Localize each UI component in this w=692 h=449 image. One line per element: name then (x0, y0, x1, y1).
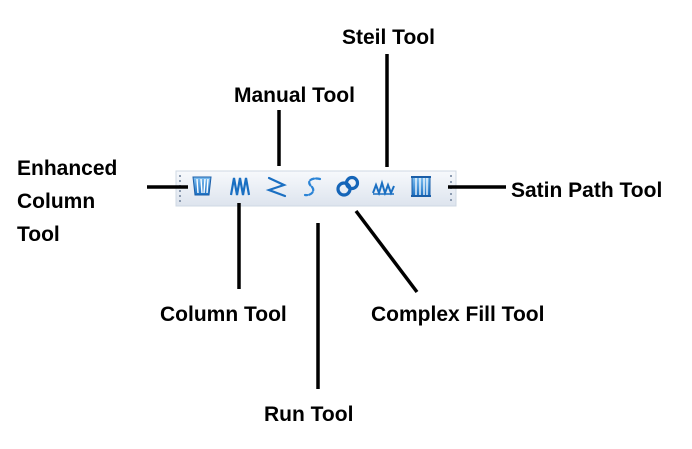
satin-path-icon[interactable] (411, 176, 431, 197)
label-satin-path-tool: Satin Path Tool (511, 179, 663, 202)
enhanced-column-icon[interactable] (192, 176, 212, 196)
label-enhanced-line-3: Tool (17, 223, 60, 246)
label-manual-tool: Manual Tool (234, 84, 355, 107)
toolbar (175, 170, 457, 207)
leader-complex-fill (354, 209, 419, 294)
complex-fill-icon[interactable] (336, 175, 360, 197)
label-enhanced-column-tool: Enhanced Column Tool (17, 152, 117, 251)
label-column-tool: Column Tool (160, 303, 287, 326)
steil-icon[interactable] (372, 179, 395, 197)
label-run-tool: Run Tool (264, 403, 354, 426)
label-steil-tool: Steil Tool (342, 26, 435, 49)
column-icon[interactable] (229, 177, 251, 196)
run-icon[interactable] (303, 177, 322, 197)
manual-icon[interactable] (265, 176, 287, 198)
leader-lines (147, 54, 506, 389)
label-enhanced-line-2: Column (17, 190, 96, 213)
label-enhanced-line-1: Enhanced (17, 157, 118, 180)
label-complex-fill-tool: Complex Fill Tool (371, 303, 545, 326)
